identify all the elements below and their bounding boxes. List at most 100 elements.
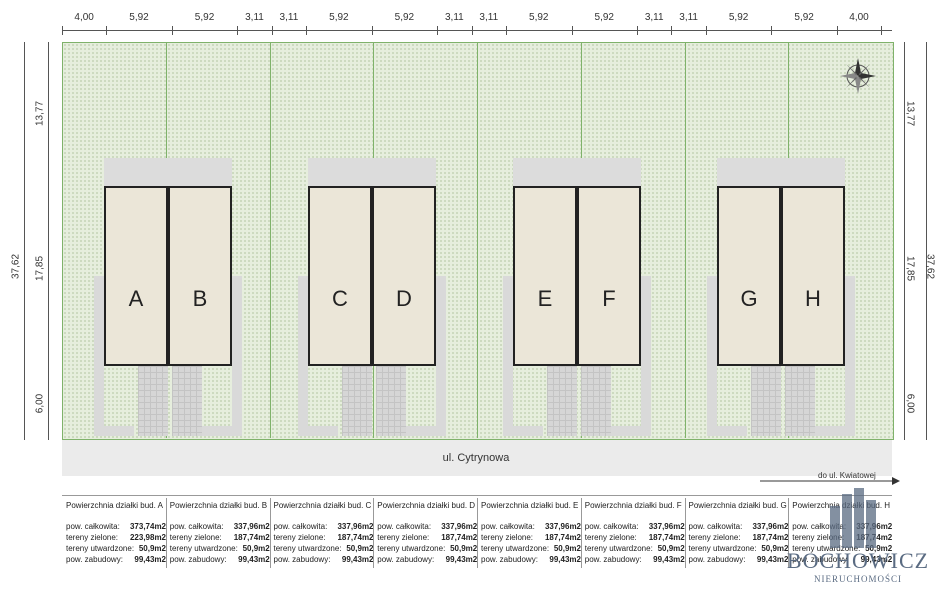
- top-dimension-label: 5,92: [728, 12, 749, 23]
- row-value: 50,9m2: [865, 544, 893, 553]
- plot-table-row: tereny utwardzone:50,9m2: [274, 543, 374, 554]
- driveway: [376, 366, 406, 436]
- terrace-pad: [513, 158, 641, 186]
- plot-table-row: pow. całkowita:337,96m2: [377, 521, 477, 532]
- house-letter: F: [602, 286, 616, 311]
- front-walk: [104, 426, 134, 436]
- direction-label: do ul. Kwiatowej: [818, 471, 876, 480]
- top-dimension-label: 3,11: [479, 12, 499, 23]
- plot-table-row: pow. zabudowy:99,43m2: [274, 554, 374, 565]
- driveway: [581, 366, 611, 436]
- left-dimension-line: [48, 42, 49, 440]
- plot-table-row: pow. zabudowy: 99,43m2: [585, 554, 685, 565]
- plot-table-row: tereny utwardzone:50,9m2: [689, 543, 789, 554]
- house-a: A: [104, 186, 168, 366]
- dimension-tick: [705, 26, 707, 35]
- plot-table-row: tereny zielone:223,98m2: [66, 532, 166, 543]
- row-value: 50,9m2: [761, 544, 789, 553]
- row-label: pow. całkowita:: [66, 522, 120, 531]
- row-label: tereny zielone:: [377, 533, 430, 542]
- plot-table-header: Powierzchnia działki bud. A: [66, 501, 163, 510]
- plot-boundary: [684, 43, 686, 438]
- top-dimension-label: 5,92: [194, 12, 215, 23]
- left-dim-total: 37,62: [10, 253, 22, 280]
- row-label: pow. całkowita:: [273, 522, 328, 531]
- row-value: 99,43m2: [549, 555, 581, 564]
- row-label: tereny zielone:: [584, 533, 637, 542]
- dimension-tick: [571, 26, 573, 35]
- row-label: tereny utwardzone:: [481, 544, 550, 553]
- house-letter: G: [740, 286, 758, 311]
- house-letter: B: [192, 286, 208, 311]
- row-value: 50,9m2: [450, 544, 478, 553]
- row-label: pow. zabudowy:: [66, 555, 123, 564]
- house-f: F: [577, 186, 641, 366]
- table-column-separator: [373, 498, 375, 568]
- plot-table-row: tereny zielone:187,74m2: [585, 532, 685, 543]
- row-value: 337,96m2: [648, 522, 685, 531]
- row-value: 337,96m2: [752, 522, 789, 531]
- plot-table-row: pow. zabudowy: 99,43m2: [792, 554, 892, 565]
- side-path: [707, 276, 717, 436]
- plot-table-row: tereny utwardzone:50,9m2: [585, 543, 685, 554]
- house-letter: H: [805, 286, 821, 311]
- left-dim-bottom: 6,00: [34, 393, 46, 414]
- street: [62, 440, 892, 476]
- front-walk: [406, 426, 436, 436]
- side-path: [298, 276, 308, 436]
- right-dim-total: 37,62: [924, 253, 936, 280]
- plot-table-row: tereny zielone:187,74m2: [170, 532, 270, 543]
- top-dimension-label: 5,92: [129, 12, 149, 23]
- dimension-tick: [106, 26, 108, 35]
- row-label: pow. zabudowy:: [273, 555, 331, 564]
- dimension-tick: [237, 26, 239, 35]
- left-dim-top: 13,77: [34, 100, 46, 127]
- plot-table-row: pow. zabudowy:99,43m2: [377, 554, 477, 565]
- plot-table-header: Powierzchnia działki bud. B: [169, 501, 268, 510]
- front-walk: [815, 426, 845, 436]
- row-value: 50,9m2: [242, 544, 270, 553]
- top-dimension-label: 5,92: [594, 12, 614, 23]
- side-path: [641, 276, 651, 436]
- dimension-tick: [637, 26, 639, 35]
- driveway: [547, 366, 577, 436]
- top-dimension-label: 3,11: [679, 12, 698, 23]
- row-value: 187,74m2: [752, 533, 789, 542]
- row-label: pow. zabudowy:: [792, 555, 850, 564]
- plot-table-row: pow. zabudowy:99,43m2: [481, 554, 581, 565]
- plot-table-header: Powierzchnia działki bud. D: [377, 501, 476, 510]
- row-value: 337,96m2: [233, 522, 270, 531]
- row-label: pow. całkowita:: [169, 522, 224, 531]
- arrow-right-icon: [760, 477, 900, 485]
- plot-table-column: Powierzchnia działki bud. A pow. całkowit…: [66, 500, 166, 565]
- plot-table-row: tereny utwardzone:50,9m2: [377, 543, 477, 554]
- row-value: 223,98m2: [129, 533, 166, 542]
- top-dimension-label: 4,00: [74, 12, 94, 23]
- house-letter: A: [128, 286, 144, 311]
- plot-table-row: pow. całkowita:337,96m2: [481, 521, 581, 532]
- row-label: pow. zabudowy:: [584, 555, 642, 564]
- row-label: pow. zabudowy:: [169, 555, 227, 564]
- row-value: 99,43m2: [653, 555, 685, 564]
- dimension-tick: [771, 26, 773, 35]
- front-walk: [717, 426, 747, 436]
- left-dim-middle: 17,85: [34, 255, 46, 282]
- plot-table-row: tereny zielone:187,74m2: [274, 532, 374, 543]
- row-label: tereny utwardzone:: [584, 544, 653, 553]
- plot-table-row: tereny utwardzone:50,9m2: [792, 543, 892, 554]
- row-value: 187,74m2: [441, 533, 478, 542]
- row-value: 373,74m2: [129, 522, 166, 531]
- driveway: [172, 366, 202, 436]
- plot-table-column: Powierzchnia działki bud. D pow. całkowit…: [377, 500, 477, 565]
- row-value: 99,43m2: [860, 555, 893, 564]
- table-column-separator: [477, 498, 478, 568]
- table-column-separator: [580, 498, 582, 568]
- house-e: E: [513, 186, 577, 366]
- house-letter: C: [332, 286, 348, 311]
- plot-boundary: [269, 43, 271, 438]
- side-path: [436, 276, 446, 436]
